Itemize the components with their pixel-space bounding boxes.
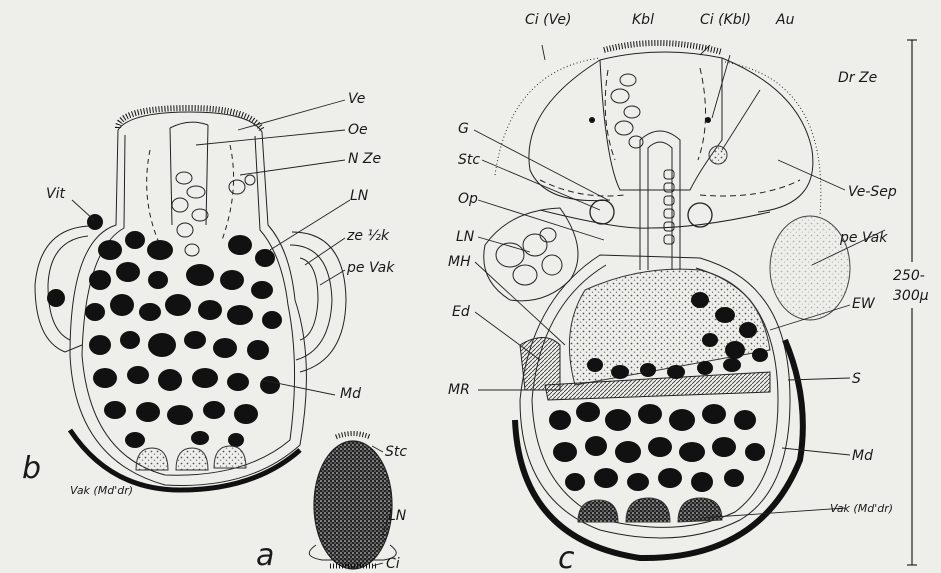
label-c-vesep: Ve-Sep: [848, 184, 897, 200]
a-body: [314, 441, 392, 569]
label-c-au: Au: [775, 12, 795, 28]
figure-a-larva: [309, 434, 396, 570]
label-c-kbl: Kbl: [632, 12, 654, 28]
figure-c-larva: [484, 43, 850, 558]
label-c-md: Md: [852, 448, 873, 464]
c-velum-cilia-left: [495, 58, 600, 175]
label-c-s: S: [852, 371, 861, 387]
scale-label-line2: 300μ: [893, 288, 929, 304]
c-esophagus-inner: [648, 142, 672, 270]
label-c-ci-kbl: Ci (Kbl): [700, 12, 751, 28]
label-c-ed: Ed: [452, 304, 470, 320]
c-pe-vak: [770, 216, 850, 320]
label-b-nze: N Ze: [348, 151, 381, 167]
b-left-lobe-inner: [48, 236, 88, 340]
c-gland-cell: [709, 146, 727, 164]
label-b-vit: Vit: [46, 186, 65, 202]
c-left-eye: [589, 117, 595, 123]
b-velum-cilia: [118, 108, 262, 130]
label-c-g: G: [458, 121, 469, 137]
panel-label-c: c: [558, 541, 575, 573]
label-c-op: Op: [458, 191, 478, 207]
b-dot-left: [47, 289, 65, 307]
label-c-pevak: pe Vak: [839, 230, 888, 246]
label-c-vak: Vak (Md'dr): [830, 502, 893, 515]
b-left-lobe: [35, 226, 90, 352]
label-c-ci-ve: Ci (Ve): [525, 12, 571, 28]
panel-label-a: a: [256, 538, 274, 573]
c-kbl-cells: [611, 74, 643, 148]
label-b-vak: Vak (Md'dr): [70, 484, 133, 497]
figure-b-larva: [35, 108, 346, 490]
c-dashed-kbl: [540, 68, 800, 196]
label-b-ln: LN: [350, 188, 369, 204]
c-ln-vacuoles: [496, 228, 562, 285]
label-a-ci: Ci: [386, 556, 400, 572]
c-velum-cilia-right: [725, 62, 821, 215]
label-b-md: Md: [340, 386, 361, 402]
b-right-lobe: [292, 232, 346, 372]
label-b-pevak: pe Vak: [346, 260, 395, 276]
b-vacuole-bumps: [136, 446, 246, 470]
c-au-eye: [705, 117, 711, 123]
label-c-mh: MH: [448, 254, 471, 270]
label-c-drze: Dr Ze: [838, 70, 877, 86]
label-a-ln: LN: [388, 508, 407, 524]
c-ed: [520, 338, 560, 391]
b-dashed-outline: [147, 145, 234, 245]
label-b-ve: Ve: [348, 91, 365, 107]
scale-label-line1: 250-: [893, 268, 925, 284]
a-top-cilia: [336, 434, 370, 438]
label-b-ze: ze ½k: [346, 228, 390, 244]
label-c-ew: EW: [852, 296, 876, 312]
label-c-ln: LN: [456, 229, 475, 245]
label-b-oe: Oe: [348, 122, 368, 138]
c-velum-body: [600, 52, 722, 190]
label-a-stc: Stc: [385, 444, 407, 460]
c-operculum: [540, 210, 770, 228]
b-right-lobe-mid: [300, 258, 318, 340]
label-c-mr: MR: [448, 382, 470, 398]
panel-label-b: b: [22, 451, 41, 486]
label-c-stc: Stc: [458, 152, 480, 168]
c-statocyst-left: [590, 200, 614, 224]
c-velum-right: [722, 58, 813, 212]
scale-bar: 250- 300μ: [892, 40, 940, 565]
b-yolk-granules: [85, 231, 282, 448]
